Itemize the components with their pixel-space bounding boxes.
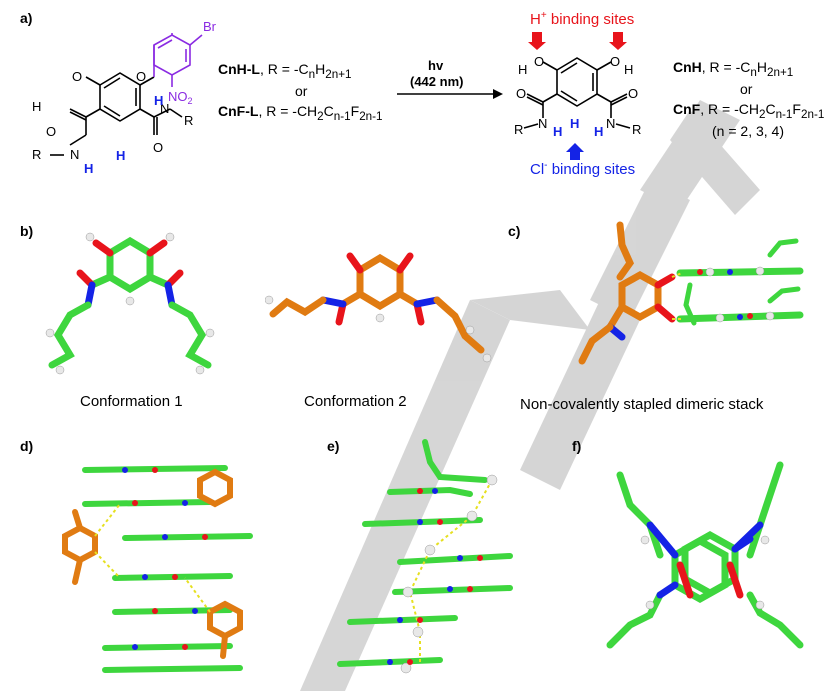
- caption-conformation-2: Conformation 2: [304, 393, 407, 410]
- product-h-left: H: [518, 62, 527, 77]
- product-o-left: O: [534, 54, 544, 69]
- amide-n-right: N: [160, 101, 169, 116]
- amide-h-left: H: [84, 161, 93, 176]
- caption-dimeric-stack: Non-covalently stapled dimeric stack: [520, 396, 764, 413]
- product-n-left: N: [538, 116, 547, 131]
- product-r-left: R: [514, 122, 523, 137]
- panel-label-e: e): [327, 438, 340, 454]
- helical-stack-top-view-model: [606, 461, 804, 649]
- cl-binding-sites-label: Cl- binding sites: [530, 160, 636, 178]
- product-structure: O H O H O O N N H H H R R: [514, 32, 641, 160]
- product-nh-left: H: [553, 124, 562, 139]
- panel-label-d: d): [20, 438, 34, 454]
- helical-stack-side-model: [62, 465, 253, 673]
- product-nh-right: H: [594, 124, 603, 139]
- r-left: R: [32, 147, 41, 162]
- product-definition-2: CnF, R = -CH2Cn-1F2n-1: [673, 101, 825, 121]
- amide-h-right: H: [154, 93, 163, 108]
- caption-conformation-1: Conformation 1: [80, 393, 183, 410]
- helical-stack-hbond-model: [337, 439, 513, 674]
- product-h-right: H: [624, 62, 633, 77]
- carbonyl-o-left: O: [46, 124, 56, 139]
- arrow-bottom-label: (442 nm): [410, 74, 464, 89]
- carbonyl-o-right: O: [153, 140, 163, 155]
- reactant-structure: Br NO2 O O H O O N H R N H R H: [32, 19, 217, 176]
- aryl-h: H: [116, 148, 125, 163]
- product-or: or: [740, 81, 753, 97]
- panel-label-a: a): [20, 10, 33, 26]
- product-carbonyl-o-left: O: [516, 86, 526, 101]
- ether-o-label: O: [136, 69, 146, 84]
- conformation-1-model: [45, 232, 215, 375]
- product-aryl-h: H: [570, 116, 579, 131]
- panel-label-c: c): [508, 223, 521, 239]
- arrow-top-label: hv: [428, 58, 444, 73]
- panel-label-b: b): [20, 223, 34, 239]
- dimeric-stack-model: [578, 221, 804, 365]
- reactant-definition-1: CnH-L, R = -CnH2n+1: [218, 61, 352, 81]
- product-n-right: N: [606, 116, 615, 131]
- conformation-2-model: [265, 252, 492, 363]
- bromine-label: Br: [203, 19, 217, 34]
- reactant-or: or: [295, 83, 308, 99]
- panel-label-f: f): [572, 438, 582, 454]
- product-carbonyl-o-right: O: [628, 86, 638, 101]
- h-site-arrows: [528, 32, 627, 50]
- h-binding-sites-label: H+ binding sites: [530, 10, 635, 28]
- product-r-right: R: [632, 122, 641, 137]
- nitro-label: NO2: [168, 89, 193, 106]
- product-definition-1: CnH, R = -CnH2n+1: [673, 59, 794, 79]
- product-o-right: O: [610, 54, 620, 69]
- hydroxyl-o-label: O: [72, 69, 82, 84]
- hydroxyl-h-label: H: [32, 99, 41, 114]
- n-values: (n = 2, 3, 4): [712, 123, 784, 139]
- reaction-arrow: [397, 89, 503, 99]
- amide-n-left: N: [70, 147, 79, 162]
- r-right: R: [184, 113, 193, 128]
- cl-site-arrow: [566, 143, 584, 160]
- reactant-definition-2: CnF-L, R = -CH2Cn-1F2n-1: [218, 103, 383, 123]
